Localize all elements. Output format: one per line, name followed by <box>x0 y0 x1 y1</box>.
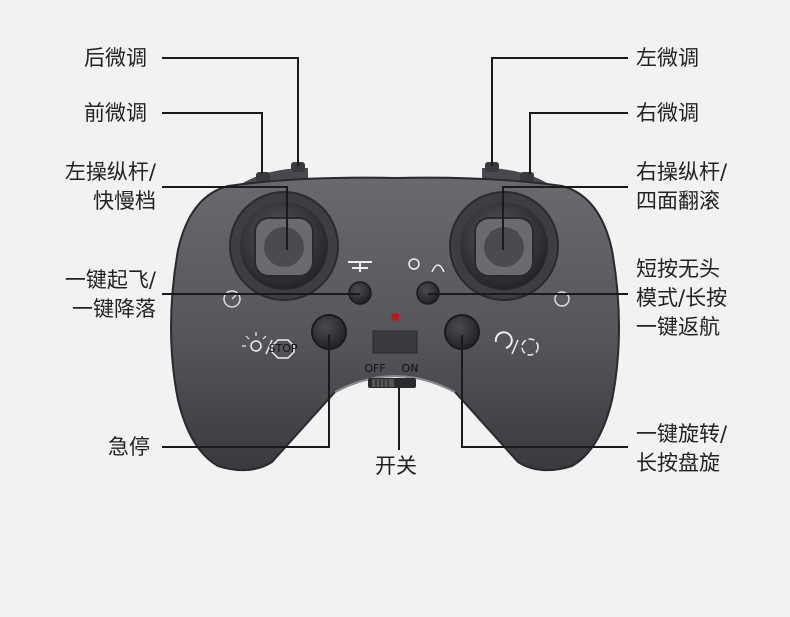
headless-label-line2: 模式/长按 <box>636 286 728 310</box>
rotate-label-line2: 长按盘旋 <box>636 451 720 475</box>
rear-trim-button[interactable] <box>291 162 305 172</box>
rotate-hover-label: 一键旋转/ 长按盘旋 <box>636 420 727 478</box>
display-window <box>372 330 418 354</box>
status-led <box>391 313 399 321</box>
switch-off-label: OFF <box>364 362 385 375</box>
stop-octagon-icon <box>271 339 295 359</box>
power-switch[interactable] <box>368 378 416 388</box>
emergency-stop-label: 急停 <box>108 435 150 459</box>
rotate-icon <box>494 331 513 349</box>
flip-icon <box>554 291 570 307</box>
stop-badge-text: STOP <box>269 342 298 355</box>
right-trim-label: 右微调 <box>636 101 699 125</box>
left-stick-label-line2: 快慢档 <box>93 189 156 213</box>
headless-label-line1: 短按无头 <box>636 257 720 281</box>
left-stick[interactable] <box>229 191 339 301</box>
drone-icon <box>348 261 372 272</box>
left-stick-label: 左操纵杆/ 快慢档 <box>40 158 156 216</box>
speed-mode-icon <box>223 290 241 308</box>
rear-trim-label: 后微调 <box>84 46 147 70</box>
right-stick-label-line2: 四面翻滚 <box>636 189 720 213</box>
right-stick-label-line1: 右操纵杆/ <box>636 160 728 184</box>
switch-on-label: ON <box>402 362 419 375</box>
left-trim-button[interactable] <box>485 162 499 172</box>
power-switch-label: 开关 <box>375 454 417 478</box>
left-stick-label-line1: 左操纵杆/ <box>64 160 156 184</box>
takeoff-label-line1: 一键起飞/ <box>64 268 156 292</box>
headless-mode-icon <box>408 258 420 270</box>
left-trim-label: 左微调 <box>636 46 699 70</box>
front-trim-label: 前微调 <box>84 101 147 125</box>
takeoff-label-line2: 一键降落 <box>72 297 156 321</box>
hover-circle-icon <box>521 338 539 356</box>
headless-return-label: 短按无头 模式/长按 一键返航 <box>636 255 727 342</box>
light-bulb-icon <box>250 340 262 352</box>
headless-label-line3: 一键返航 <box>636 315 720 339</box>
front-trim-button[interactable] <box>256 172 270 182</box>
takeoff-landing-label: 一键起飞/ 一键降落 <box>40 266 156 324</box>
right-stick-label: 右操纵杆/ 四面翻滚 <box>636 158 727 216</box>
leader-lines <box>162 57 628 450</box>
return-home-icon <box>431 264 445 273</box>
right-trim-button[interactable] <box>520 172 534 182</box>
rotate-label-line1: 一键旋转/ <box>636 422 728 446</box>
